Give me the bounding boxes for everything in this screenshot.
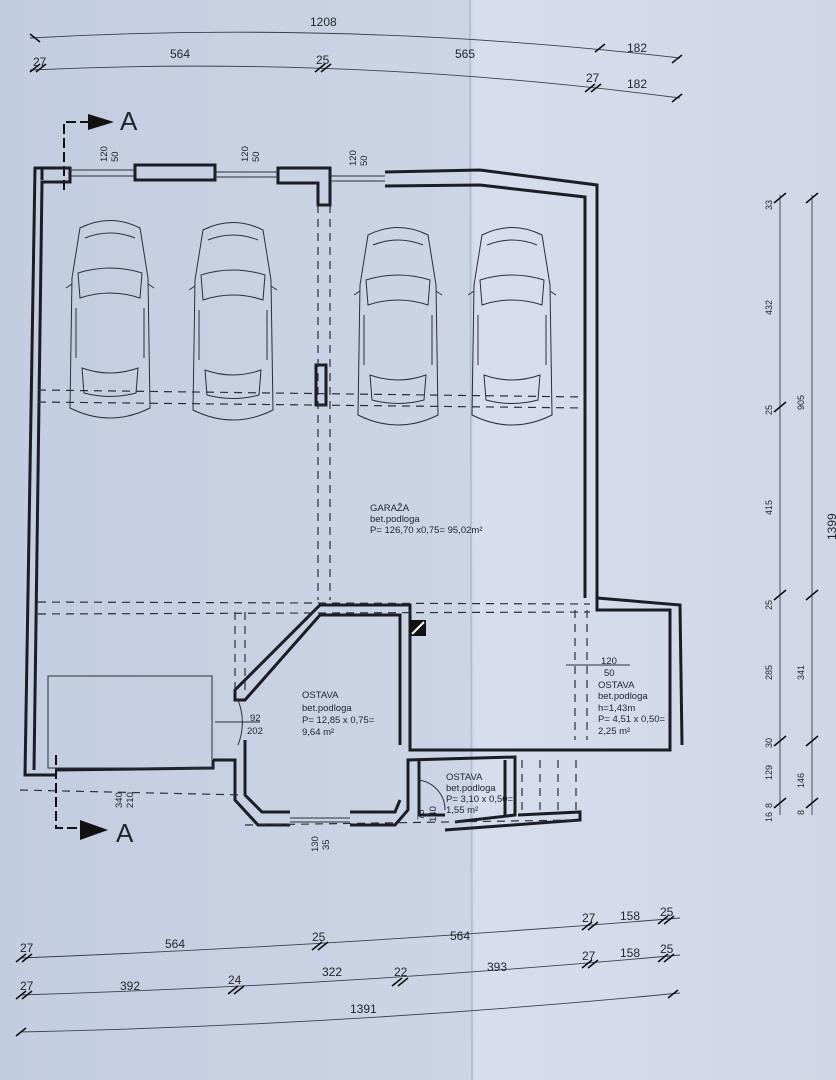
window-2-height: 50 bbox=[251, 151, 262, 162]
dimension-label: 392 bbox=[120, 979, 140, 993]
bottom-window-width: 130 bbox=[310, 836, 321, 852]
dimension-label: 25 bbox=[764, 600, 774, 610]
dimension-label: 25 bbox=[660, 942, 674, 956]
dim-top-end: 182 bbox=[627, 77, 647, 91]
dimension-label: 322 bbox=[322, 965, 342, 979]
door1-height: 202 bbox=[247, 726, 263, 737]
dimension-label: 25 bbox=[660, 905, 674, 919]
dim-top-right-span: 565 bbox=[455, 47, 475, 61]
dim-top-wall: 27 bbox=[33, 55, 47, 69]
garage-name: GARAŽA bbox=[370, 503, 410, 514]
dimension-label: 341 bbox=[796, 665, 806, 680]
right-dimension-lines bbox=[773, 192, 819, 815]
garage-floor: bet.podloga bbox=[370, 514, 420, 525]
window-1-height: 50 bbox=[110, 151, 121, 162]
bottom-dim-labels-row2: 27 392 24 322 22 393 27 158 25 bbox=[20, 942, 674, 993]
dimension-label: 564 bbox=[165, 937, 185, 951]
storage3-height: h=1,43m bbox=[598, 703, 635, 714]
window-3-width: 120 bbox=[348, 150, 359, 166]
storage1-floor: bet.podloga bbox=[302, 703, 352, 714]
dimension-label: 146 bbox=[796, 773, 806, 788]
dim-top-left: 564 bbox=[170, 47, 190, 61]
walls bbox=[23, 163, 684, 832]
right-dim-labels-row2: 905 341 146 8 bbox=[796, 395, 806, 815]
section-marker-bottom: A bbox=[55, 755, 134, 848]
dimension-label: 905 bbox=[796, 395, 806, 410]
dimension-label: 33 bbox=[764, 200, 774, 210]
dimension-label: 27 bbox=[582, 949, 596, 963]
dim-top-end-wall: 27 bbox=[586, 71, 600, 85]
top-dimension-lines bbox=[29, 31, 683, 103]
storage3-area-result: 2,25 m² bbox=[598, 726, 630, 737]
storage1-name: OSTAVA bbox=[302, 690, 339, 701]
dim-right-total: 1399 bbox=[825, 513, 836, 540]
storage3-name: OSTAVA bbox=[598, 680, 635, 691]
bottom-dim-labels-row1: 27 564 25 564 27 158 25 bbox=[20, 905, 674, 955]
storage3-floor: bet.podloga bbox=[598, 691, 648, 702]
storage1-area: P= 12,85 x 0,75= bbox=[302, 715, 375, 726]
dimension-label: 415 bbox=[764, 500, 774, 515]
bottom-window-height: 35 bbox=[321, 839, 332, 850]
dim-top-total: 1208 bbox=[310, 15, 337, 29]
dimension-label: 129 bbox=[764, 765, 774, 780]
storage1-area-result: 9,64 m² bbox=[302, 727, 334, 738]
door-swing-storage2 bbox=[417, 779, 446, 811]
window-2-width: 120 bbox=[240, 146, 251, 162]
dimension-label: 22 bbox=[394, 965, 408, 979]
dimension-label: 432 bbox=[764, 300, 774, 315]
garage-area: P= 126,70 x0,75= 95,02m² bbox=[370, 525, 483, 536]
dimension-label: 24 bbox=[228, 973, 242, 987]
dimension-label: 25 bbox=[764, 405, 774, 415]
windows bbox=[70, 169, 385, 823]
storage3-area: P= 4,51 x 0,50= bbox=[598, 714, 666, 725]
storage2-area: P= 3,10 x 0,50= bbox=[446, 794, 514, 805]
dimension-label: 158 bbox=[620, 946, 640, 960]
dim-bottom-total: 1391 bbox=[350, 1002, 377, 1016]
dimension-label: 8 bbox=[796, 810, 806, 815]
dimension-label: 30 bbox=[764, 738, 774, 748]
window-storage3-width: 120 bbox=[601, 656, 617, 667]
arrow-right-icon bbox=[88, 114, 114, 130]
door2-height: 140 bbox=[428, 806, 439, 822]
bottom-dimension-lines bbox=[15, 915, 681, 1037]
dimension-label: 27 bbox=[582, 911, 596, 925]
right-dim-labels-row1: 33 432 25 415 25 285 30 129 8 16 bbox=[764, 200, 774, 822]
dimension-label: 158 bbox=[620, 909, 640, 923]
paper-fold bbox=[469, 0, 473, 1080]
section-label: A bbox=[120, 106, 138, 136]
garage-door-height: 210 bbox=[125, 792, 136, 808]
window-1-width: 120 bbox=[99, 146, 110, 162]
dimension-label: 16 bbox=[764, 812, 774, 822]
dim-top-right: 182 bbox=[627, 41, 647, 55]
storage2-area-result: 1,55 m² bbox=[446, 805, 478, 816]
door1-width: 92 bbox=[250, 713, 261, 724]
window-3-height: 50 bbox=[359, 155, 370, 166]
section-label: A bbox=[116, 818, 134, 848]
storage2-name: OSTAVA bbox=[446, 772, 483, 783]
dimension-label: 285 bbox=[764, 665, 774, 680]
arrow-right-icon bbox=[80, 820, 108, 840]
dimension-label: 25 bbox=[312, 930, 326, 944]
dimension-label: 393 bbox=[487, 960, 507, 974]
dimension-label: 564 bbox=[450, 929, 470, 943]
door2-width: 75 bbox=[416, 809, 427, 820]
dim-top-mid-wall: 25 bbox=[316, 53, 330, 67]
window-storage3-height: 50 bbox=[604, 668, 615, 679]
dimension-label: 27 bbox=[20, 941, 34, 955]
storage2-floor: bet.podloga bbox=[446, 783, 496, 794]
dimension-label: 27 bbox=[20, 979, 34, 993]
dimension-label: 8 bbox=[764, 803, 774, 808]
garage-door-width: 340 bbox=[114, 792, 125, 808]
dashed-beams bbox=[19, 205, 591, 826]
